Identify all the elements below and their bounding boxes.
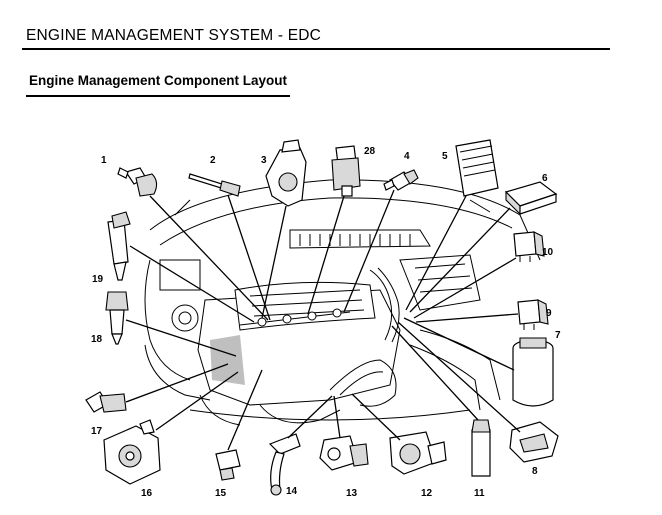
component-19-injector-icon bbox=[107, 211, 131, 281]
component-8-sensor-icon bbox=[509, 421, 559, 463]
callout-28: 28 bbox=[364, 146, 376, 157]
component-16-pump-icon bbox=[103, 419, 161, 485]
callout-1: 1 bbox=[101, 155, 107, 166]
component-13-egr-valve-icon bbox=[319, 435, 369, 471]
component-11-sensor-icon bbox=[471, 419, 491, 477]
component-5-ecu-icon bbox=[455, 139, 499, 197]
component-6-module-icon bbox=[504, 181, 558, 216]
leader-lines bbox=[125, 189, 521, 451]
callout-numbers: 1 2 3 28 4 5 6 10 9 7 8 11 12 13 14 15 1… bbox=[91, 146, 561, 499]
section-divider bbox=[26, 95, 290, 97]
component-12-throttle-body-icon bbox=[389, 431, 447, 475]
callout-15: 15 bbox=[215, 488, 227, 499]
component-14-crank-sensor-icon bbox=[268, 433, 301, 496]
callout-10: 10 bbox=[542, 247, 554, 258]
callout-11: 11 bbox=[474, 488, 485, 499]
callout-14: 14 bbox=[286, 486, 298, 497]
component-1-sensor-icon bbox=[117, 167, 158, 197]
component-9-relay-icon bbox=[517, 299, 549, 330]
callout-3: 3 bbox=[261, 155, 267, 166]
callout-6: 6 bbox=[542, 173, 548, 184]
callout-5: 5 bbox=[442, 151, 448, 162]
component-2-glow-plug-icon bbox=[188, 173, 241, 197]
callout-12: 12 bbox=[421, 488, 433, 499]
component-28-valve-icon bbox=[331, 145, 361, 197]
callout-18: 18 bbox=[91, 334, 103, 345]
page-title: ENGINE MANAGEMENT SYSTEM - EDC bbox=[26, 27, 322, 44]
callout-2: 2 bbox=[210, 155, 216, 166]
title-divider bbox=[22, 48, 610, 50]
component-4-sender-icon bbox=[383, 169, 419, 191]
callout-19: 19 bbox=[92, 274, 104, 285]
callout-9: 9 bbox=[546, 308, 552, 319]
engine-bay-illustration bbox=[144, 179, 541, 426]
callout-13: 13 bbox=[346, 488, 358, 499]
section-title: Engine Management Component Layout bbox=[29, 73, 288, 88]
component-3-maf-sensor-icon bbox=[265, 139, 307, 207]
component-18-sensor-icon bbox=[105, 291, 129, 345]
callout-4: 4 bbox=[404, 151, 410, 162]
callout-8: 8 bbox=[532, 466, 538, 477]
component-10-relay-icon bbox=[513, 231, 545, 262]
component-7-fuel-filter-icon bbox=[512, 337, 554, 407]
callout-7: 7 bbox=[555, 330, 561, 341]
callout-17: 17 bbox=[91, 426, 103, 437]
component-15-sensor-icon bbox=[215, 449, 241, 481]
component-17-sensor-icon bbox=[85, 391, 127, 413]
callout-16: 16 bbox=[141, 488, 153, 499]
